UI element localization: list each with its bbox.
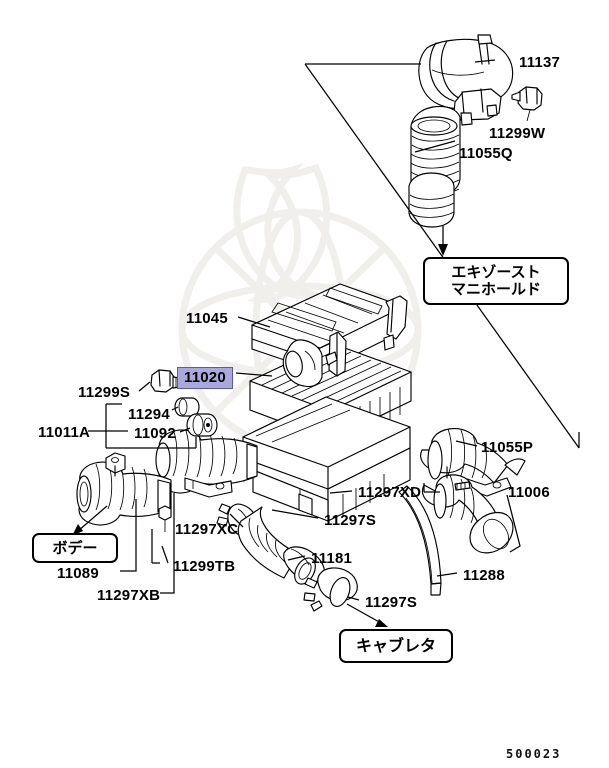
part-11297XD-inlet-duct [155,429,258,498]
part-callout-11137[interactable]: 11137 [519,54,561,71]
arrow-to-exhaust-manifold [438,226,448,256]
ref-carburetor[interactable]: キャブレタ [339,629,453,663]
part-11137-air-intake-resonator [418,34,514,126]
part-callout-11299TB[interactable]: 11299TB [173,558,236,575]
part-11297S-hose-clamp-lower [303,567,358,612]
part-11299W-bolt [511,86,543,122]
part-callout-11055P[interactable]: 11055P [481,439,534,456]
part-11181-air-hose [237,506,325,585]
ref-body[interactable]: ボデー [32,533,118,563]
part-callout-11181[interactable]: 11181 [311,550,353,567]
part-callout-11288[interactable]: 11288 [463,567,505,584]
arrow-to-carburetor [346,603,388,627]
part-callout-11055Q[interactable]: 11055Q [459,145,513,162]
assembly-reference-leader [304,63,580,449]
part-11089-air-inlet-duct [76,452,172,526]
part-11092-bushing [186,413,218,437]
part-11055P-air-duct [420,428,526,497]
part-callout-11297S[interactable]: 11297S [324,512,377,529]
part-11299TB-bolt [158,505,172,532]
part-callout-11020[interactable]: 11020 [177,367,233,389]
part-callout-11297S[interactable]: 11297S [365,594,418,611]
part-callout-11089[interactable]: 11089 [57,565,99,582]
part-callout-11011A[interactable]: 11011A [38,424,91,441]
part-11288-breather-hose [398,485,442,596]
part-callout-11006[interactable]: 11006 [508,484,550,501]
part-callout-11294[interactable]: 11294 [128,406,170,423]
part-11055Q-air-duct [408,105,461,228]
part-callout-11299W[interactable]: 11299W [489,125,546,142]
ref-exhaust-manifold-line1: エキゾースト [451,263,541,282]
part-air-cleaner-lower-body [228,396,411,522]
ref-exhaust-manifold[interactable]: エキゾーストマニホールド [423,257,569,305]
part-callout-11092[interactable]: 11092 [134,425,176,442]
part-11294-grommet [174,397,200,417]
part-callout-11299S[interactable]: 11299S [78,384,131,401]
part-callout-11297XD[interactable]: 11297XD [358,484,422,501]
diagram-serial-number: 500023 [506,747,562,761]
part-callout-11297XC[interactable]: 11297XC [175,521,239,538]
callout-leader-lines [88,59,521,601]
ref-exhaust-manifold-line2: マニホールド [450,280,541,298]
part-11006-air-duct [421,466,514,554]
ref-body-line1: ボデー [52,538,98,557]
ref-carburetor-line1: キャブレタ [355,636,436,656]
part-callout-11297XB[interactable]: 11297XB [97,587,161,604]
part-callout-11045[interactable]: 11045 [186,310,228,327]
